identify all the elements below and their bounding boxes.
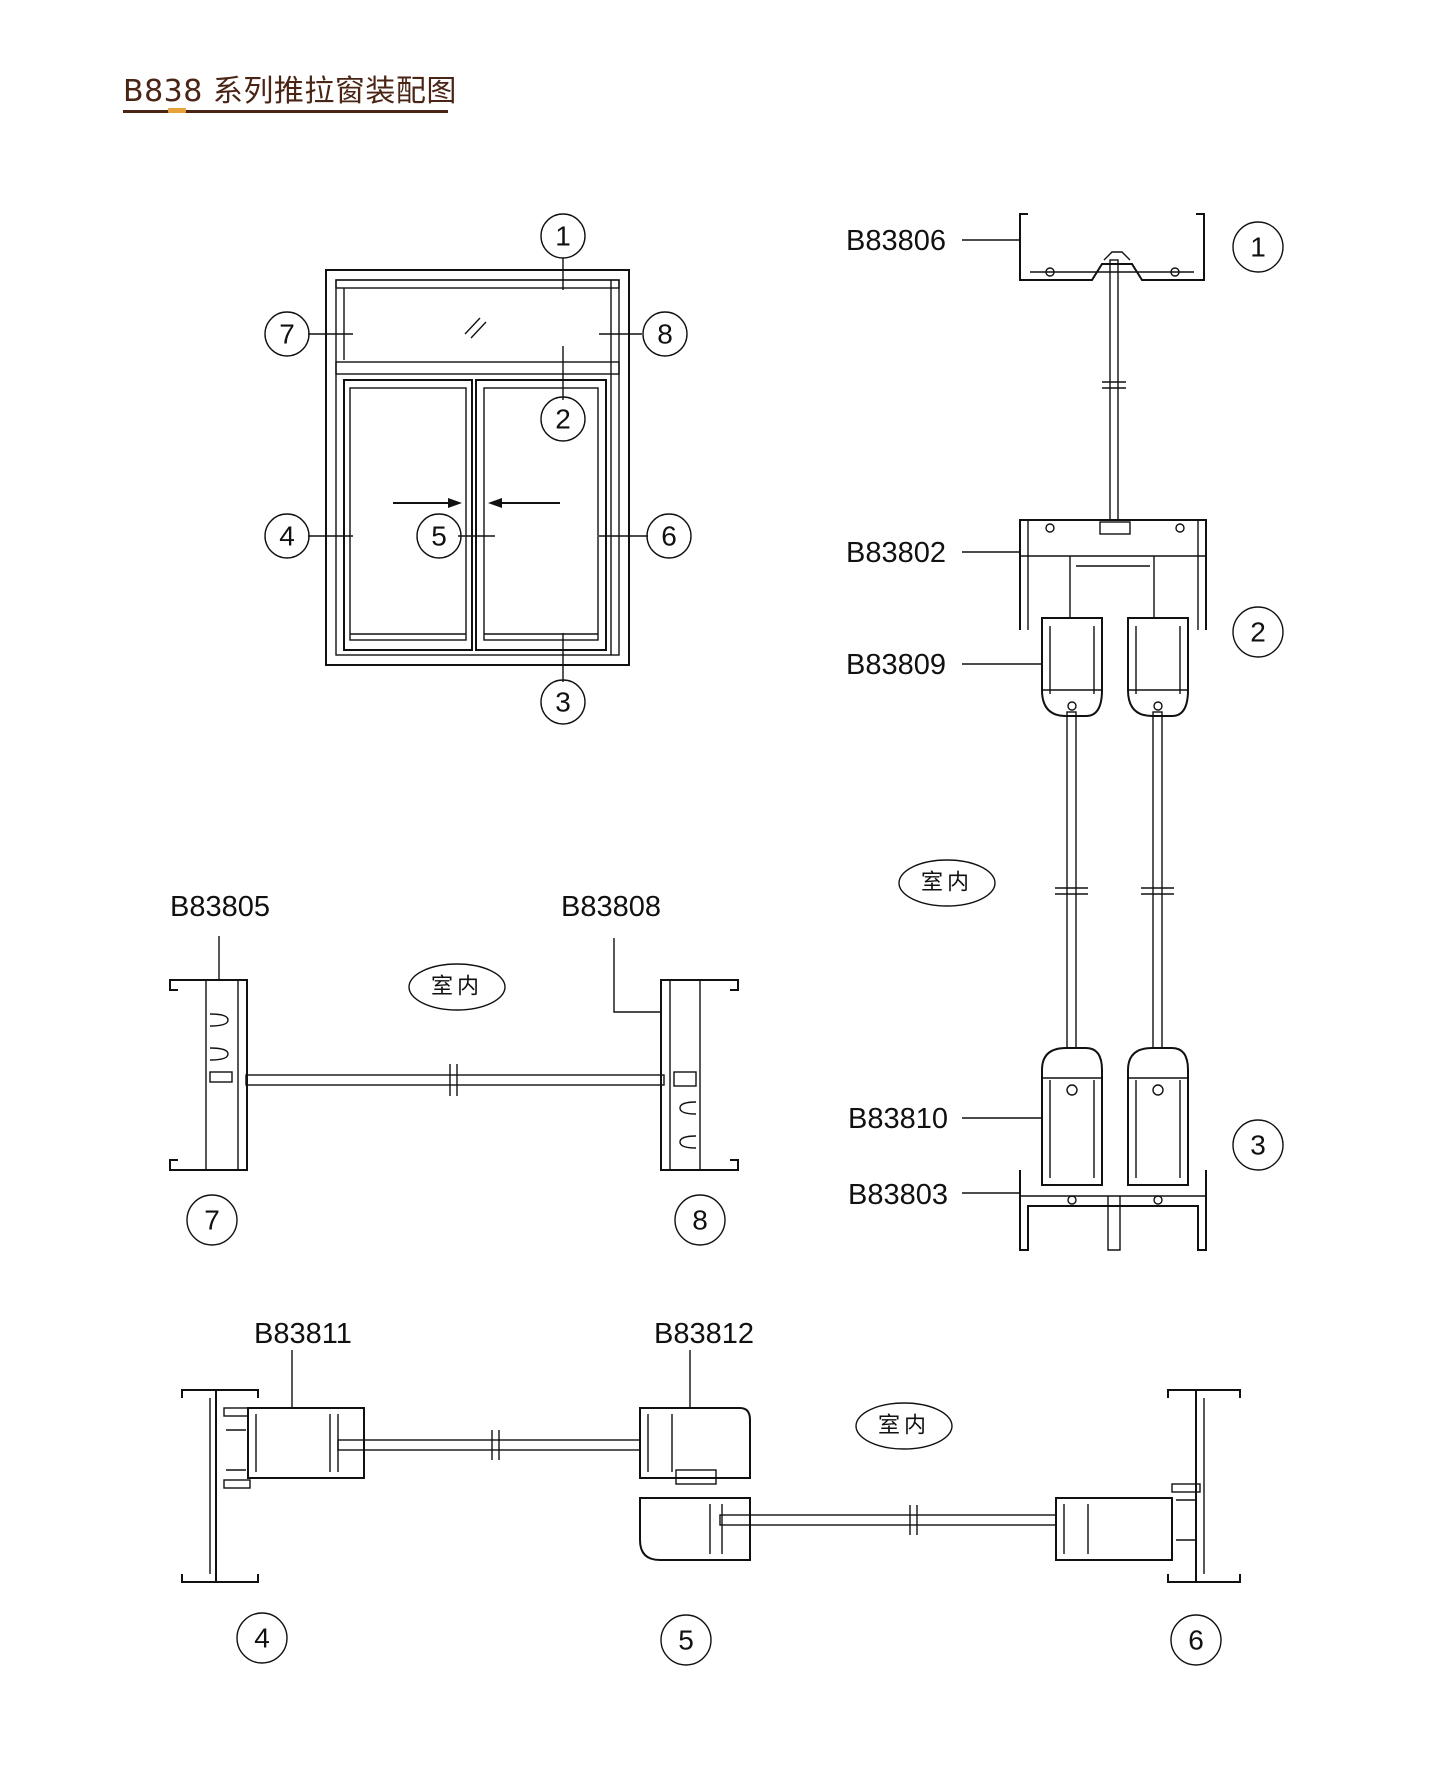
svg-text:7: 7 xyxy=(204,1205,220,1236)
callout-2: 2 xyxy=(540,396,586,442)
svg-text:7: 7 xyxy=(279,319,295,350)
callout-3: 3 xyxy=(540,679,586,725)
profile-B83809-left xyxy=(1041,617,1103,717)
svg-text:8: 8 xyxy=(657,319,673,350)
callout-1: 1 xyxy=(1232,221,1284,273)
vertical-section xyxy=(962,213,1207,1251)
profile-B83810-right xyxy=(1127,1047,1189,1186)
outer-frame xyxy=(325,269,630,666)
vertical-section-labels: B83806 B83802 B83809 B83810 B83803 1 2 3… xyxy=(846,221,1284,1211)
svg-text:4: 4 xyxy=(254,1623,270,1654)
callout-6: 6 xyxy=(646,513,692,559)
svg-text:室内: 室内 xyxy=(921,871,973,896)
svg-text:室内: 室内 xyxy=(431,975,483,1000)
callout-5: 5 xyxy=(416,513,462,559)
horizontal-section xyxy=(181,1350,1241,1583)
callout-1: 1 xyxy=(540,213,586,259)
profile-B83806 xyxy=(1019,213,1205,281)
indoor-tag: 室内 xyxy=(898,859,996,907)
svg-text:2: 2 xyxy=(555,404,571,435)
callout-6: 6 xyxy=(1170,1614,1222,1666)
svg-text:5: 5 xyxy=(431,521,447,552)
indoor-tag: 室内 xyxy=(855,1402,953,1450)
callout-5: 5 xyxy=(660,1614,712,1666)
callout-2: 2 xyxy=(1232,606,1284,658)
profile-label-B83808: B83808 xyxy=(561,891,661,923)
title-underline xyxy=(123,110,448,113)
profile-B83811 xyxy=(247,1407,365,1479)
svg-text:5: 5 xyxy=(678,1625,694,1656)
callout-8: 8 xyxy=(674,1194,726,1246)
elevation-callouts: 1 7 8 2 4 5 6 3 xyxy=(264,213,692,725)
profile-B83803 xyxy=(1019,1170,1207,1251)
transom-bar xyxy=(335,361,620,375)
profile-6-sash xyxy=(1055,1497,1173,1561)
profile-label-B83803: B83803 xyxy=(848,1179,948,1211)
title-accent-mark xyxy=(168,108,186,113)
svg-text:1: 1 xyxy=(555,221,571,252)
profile-label-B83805: B83805 xyxy=(170,891,270,923)
transom-section xyxy=(169,936,739,1171)
profile-label-B83810: B83810 xyxy=(848,1103,948,1135)
svg-text:6: 6 xyxy=(1188,1625,1204,1656)
svg-text:室内: 室内 xyxy=(878,1414,930,1439)
profile-B83808 xyxy=(660,979,739,1171)
svg-text:8: 8 xyxy=(692,1205,708,1236)
profile-label-B83811: B83811 xyxy=(254,1318,352,1350)
profile-B83812-mate xyxy=(639,1497,751,1561)
profile-label-B83802: B83802 xyxy=(846,537,946,569)
profile-B83802 xyxy=(1019,519,1207,630)
right-sash xyxy=(475,379,607,651)
callout-4: 4 xyxy=(264,513,310,559)
svg-text:3: 3 xyxy=(1250,1130,1266,1161)
left-sash xyxy=(343,379,473,651)
callout-3: 3 xyxy=(1232,1119,1284,1171)
profile-B83805 xyxy=(169,979,248,1171)
profile-label-B83806: B83806 xyxy=(846,225,946,257)
indoor-tag: 室内 xyxy=(408,963,506,1011)
svg-text:3: 3 xyxy=(555,687,571,718)
callout-4: 4 xyxy=(236,1612,288,1664)
svg-text:6: 6 xyxy=(661,521,677,552)
page-title: B838 系列推拉窗装配图 xyxy=(123,74,457,109)
svg-text:1: 1 xyxy=(1250,232,1266,263)
glass-mark xyxy=(464,317,481,335)
svg-text:2: 2 xyxy=(1250,617,1266,648)
callout-7: 7 xyxy=(264,311,310,357)
callout-8: 8 xyxy=(642,311,688,357)
profile-B83812 xyxy=(639,1407,751,1479)
profile-B83809-right xyxy=(1127,617,1189,717)
transom-glass xyxy=(245,1074,665,1086)
window-elevation xyxy=(308,258,648,682)
svg-text:4: 4 xyxy=(279,521,295,552)
profile-label-B83812: B83812 xyxy=(654,1318,754,1350)
horizontal-section-labels: B83811 B83812 室内 4 5 6 xyxy=(236,1318,1222,1666)
transom-section-labels: B83805 B83808 室内 7 8 xyxy=(170,891,726,1246)
callout-7: 7 xyxy=(186,1194,238,1246)
profile-B83810-left xyxy=(1041,1047,1103,1186)
profile-B83811-frame xyxy=(181,1389,259,1582)
profile-6-frame xyxy=(1167,1389,1241,1582)
profile-label-B83809: B83809 xyxy=(846,649,946,681)
